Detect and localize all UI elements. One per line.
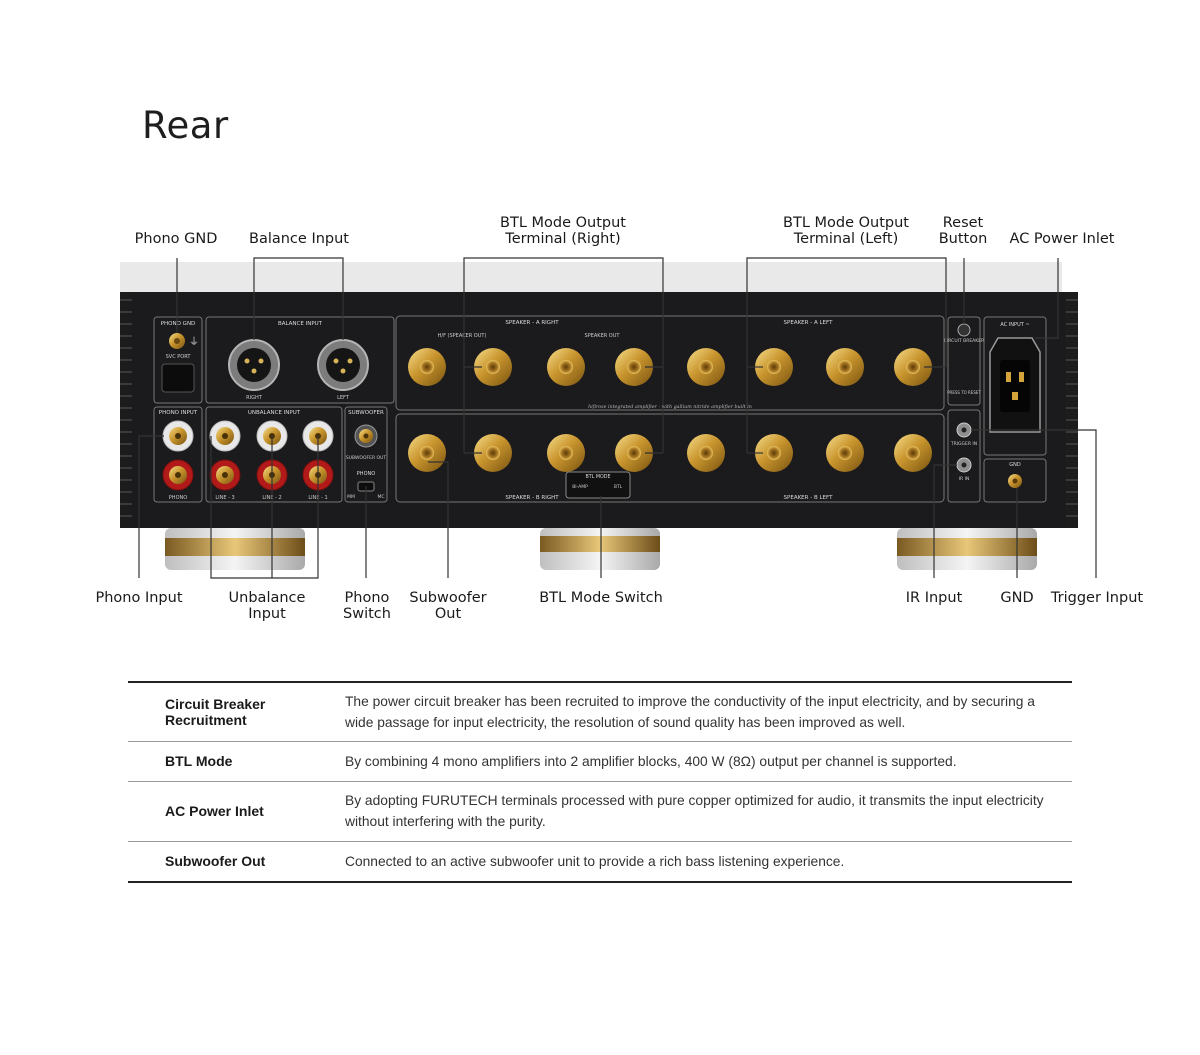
post-a-2[interactable] xyxy=(474,348,512,386)
heatsink-right xyxy=(1066,292,1078,528)
table-row: Subwoofer Out Connected to an active sub… xyxy=(128,841,1072,883)
post-b-5[interactable] xyxy=(687,434,725,472)
ac-power-inlet[interactable] xyxy=(989,337,1041,433)
label-subwoofer: SUBWOOFER xyxy=(348,410,384,416)
callout-lines xyxy=(138,257,1097,579)
label-speaker-b-left: SPEAKER - B LEFT xyxy=(784,495,834,501)
label-xlr-right: RIGHT xyxy=(246,395,263,401)
amplifier-rear-diagram: PHONO GND ⏚ SVC PORT BALANCE INPUT RIGHT… xyxy=(120,257,1097,579)
label-gnd: GND xyxy=(1009,462,1021,468)
callout-ir-input: IR Input xyxy=(905,590,963,606)
callout-balance-input: Balance Input xyxy=(249,231,349,247)
callout-phono-switch: Phono Switch xyxy=(343,590,391,622)
label-svc-port: SVC PORT xyxy=(166,354,192,360)
label-mm: MM xyxy=(347,494,355,500)
rca-phono-l[interactable] xyxy=(162,420,194,452)
label-phono-gnd: PHONO GND xyxy=(161,321,196,327)
post-a-4[interactable] xyxy=(615,348,653,386)
label-speaker-a-left: SPEAKER - A LEFT xyxy=(784,320,834,326)
label-phono-input: PHONO INPUT xyxy=(159,410,198,416)
label-circuit-breaker: CIRCUIT BREAKER xyxy=(944,338,984,344)
callout-trigger-input: Trigger Input xyxy=(1050,590,1144,606)
callout-phono-input: Phono Input xyxy=(95,590,183,606)
foot-left xyxy=(165,528,305,570)
label-speaker-out: SPEAKER OUT xyxy=(585,333,621,339)
rca-phono-r[interactable] xyxy=(162,459,194,491)
label-xlr-left: LEFT xyxy=(337,395,350,401)
heatsink-left xyxy=(120,292,132,528)
subwoofer-out-jack[interactable] xyxy=(354,424,378,448)
callout-subwoofer-out: Subwoofer Out xyxy=(409,590,487,622)
label-subwoofer-out: SUBWOOFER OUT xyxy=(346,455,386,461)
callout-btl-mode-switch: BTL Mode Switch xyxy=(539,590,663,606)
post-a-6[interactable] xyxy=(755,348,793,386)
post-a-7[interactable] xyxy=(826,348,864,386)
callout-phono-gnd: Phono GND xyxy=(134,231,218,247)
post-a-5[interactable] xyxy=(687,348,725,386)
feature-description: The power circuit breaker has been recru… xyxy=(344,681,1072,742)
table-row: AC Power Inlet By adopting FURUTECH term… xyxy=(128,781,1072,842)
label-btl-mode: BTL MODE xyxy=(585,474,610,480)
post-b-2[interactable] xyxy=(474,434,512,472)
callout-btl-right: BTL Mode Output Terminal (Right) xyxy=(500,215,626,247)
label-ac-input: AC INPUT ~ xyxy=(1000,322,1029,328)
foot-center xyxy=(540,528,660,570)
feature-table: Circuit Breaker Recruitment The power ci… xyxy=(128,681,1072,883)
post-b-4[interactable] xyxy=(615,434,653,472)
label-trigger-in: TRIGGER IN xyxy=(950,441,977,447)
label-balance-input: BALANCE INPUT xyxy=(278,321,323,327)
label-ir-in: IR IN xyxy=(959,476,970,482)
post-a-8[interactable] xyxy=(894,348,932,386)
post-b-8[interactable] xyxy=(894,434,932,472)
rca-line3-l[interactable] xyxy=(209,420,241,452)
foot-right xyxy=(897,528,1037,570)
label-unbalance-input: UNBALANCE INPUT xyxy=(248,410,301,416)
btl-mode-switch[interactable] xyxy=(565,471,631,499)
table-row: Circuit Breaker Recruitment The power ci… xyxy=(128,681,1072,742)
feature-name: AC Power Inlet xyxy=(165,803,264,819)
rca-line3-r[interactable] xyxy=(209,459,241,491)
callout-unbalance-input: Unbalance Input xyxy=(228,590,306,622)
xlr-left[interactable] xyxy=(317,339,369,391)
post-a-1[interactable] xyxy=(408,348,446,386)
feature-name: Circuit Breaker Recruitment xyxy=(165,695,266,728)
ground-icon: ⏚ xyxy=(189,336,199,348)
callout-reset-button: Reset Button xyxy=(938,215,988,247)
reset-button[interactable] xyxy=(957,323,971,337)
post-b-6[interactable] xyxy=(755,434,793,472)
xlr-right[interactable] xyxy=(228,339,280,391)
feature-description: By adopting FURUTECH terminals processed… xyxy=(344,781,1072,842)
chassis-top xyxy=(120,262,1062,292)
svc-port[interactable] xyxy=(161,363,195,393)
post-b-1[interactable] xyxy=(408,434,446,472)
callout-ac-power-inlet: AC Power Inlet xyxy=(1009,231,1115,247)
page-title: Rear xyxy=(142,104,229,147)
label-speaker-b-right: SPEAKER - B RIGHT xyxy=(505,495,559,501)
label-rca-phono: PHONO xyxy=(169,495,187,501)
post-b-3[interactable] xyxy=(547,434,585,472)
label-mc: MC xyxy=(377,494,384,500)
label-script-text: hifirose integrated amplifier · with gal… xyxy=(588,404,752,410)
label-btl: BTL xyxy=(614,484,623,490)
label-phono-switch: PHONO xyxy=(357,471,375,477)
feature-name: Subwoofer Out xyxy=(165,853,266,870)
label-bi-amp: BI-AMP xyxy=(572,484,588,490)
callout-btl-left: BTL Mode Output Terminal (Left) xyxy=(783,215,909,247)
label-press-to-reset: PRESS TO RESET xyxy=(947,390,981,395)
table-row: BTL Mode By combining 4 mono amplifiers … xyxy=(128,741,1072,782)
post-a-3[interactable] xyxy=(547,348,585,386)
feature-description: By combining 4 mono amplifiers into 2 am… xyxy=(344,741,1072,782)
label-line3: LINE - 3 xyxy=(215,495,234,501)
callout-gnd: GND xyxy=(1000,590,1034,606)
label-hf-speaker-out: H/F (SPEAKER OUT) xyxy=(438,333,487,339)
feature-description: Connected to an active subwoofer unit to… xyxy=(344,841,1072,883)
feature-name: BTL Mode xyxy=(165,753,233,769)
post-b-7[interactable] xyxy=(826,434,864,472)
label-speaker-a-right: SPEAKER - A RIGHT xyxy=(505,320,559,326)
